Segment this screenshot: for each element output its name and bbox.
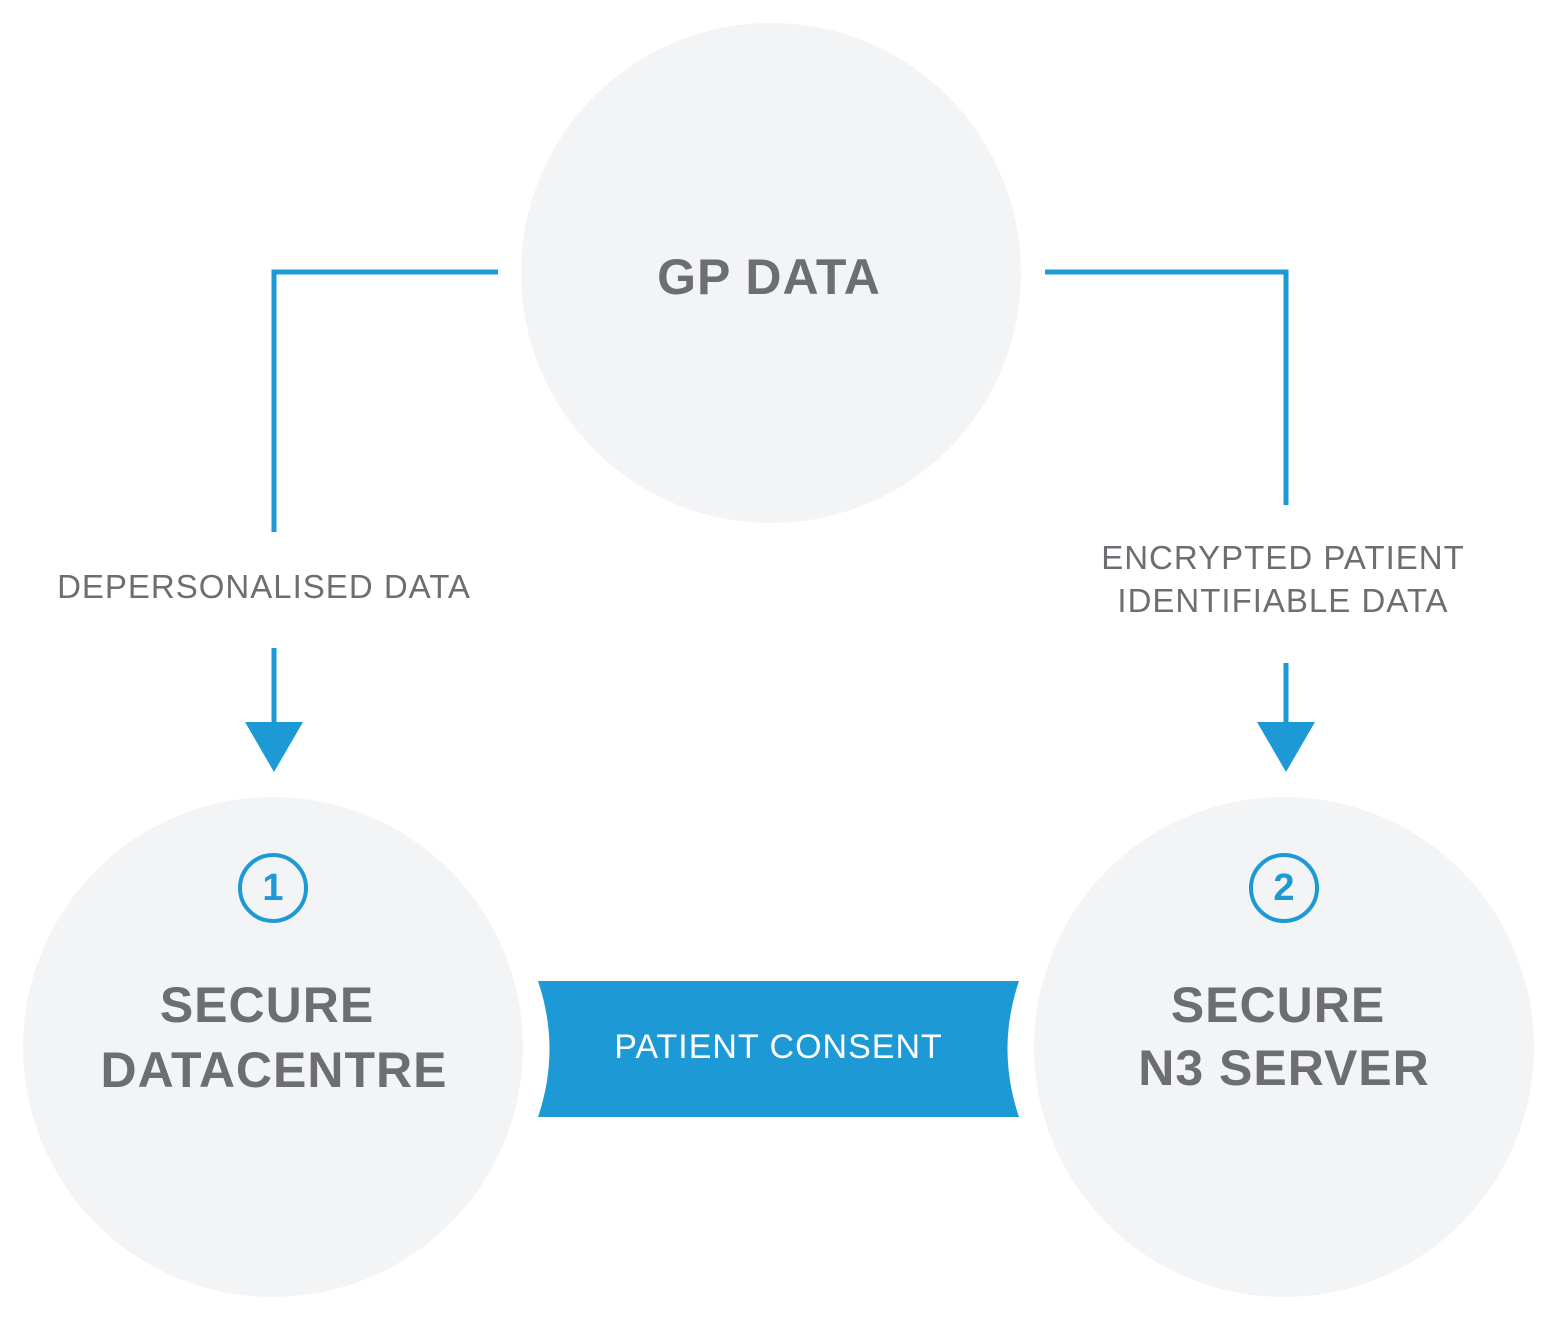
step-2-badge: 2 — [1249, 853, 1319, 923]
gp-data-title: GP DATA — [657, 249, 881, 305]
left-connector-line — [271, 269, 498, 532]
encrypted-data-label-line1: ENCRYPTED PATIENT — [1101, 539, 1465, 576]
secure-n3-server-title-line2: N3 SERVER — [1138, 1040, 1430, 1096]
secure-datacentre-title-line1: SECURE — [159, 977, 375, 1033]
encrypted-data-label-line2: IDENTIFIABLE DATA — [1117, 582, 1449, 619]
patient-consent-label: PATIENT CONSENT — [614, 1028, 943, 1066]
step-1-badge: 1 — [238, 853, 308, 923]
left-arrow-head — [245, 722, 303, 772]
depersonalised-data-label: DEPERSONALISED DATA — [57, 568, 471, 605]
patient-consent-band — [538, 981, 1019, 1117]
right-arrow-head — [1257, 722, 1315, 772]
gp-data-node — [521, 23, 1021, 523]
right-connector-line — [1045, 269, 1289, 505]
secure-n3-server-title-line1: SECURE — [1170, 977, 1386, 1033]
secure-datacentre-title-line2: DATACENTRE — [100, 1042, 448, 1098]
